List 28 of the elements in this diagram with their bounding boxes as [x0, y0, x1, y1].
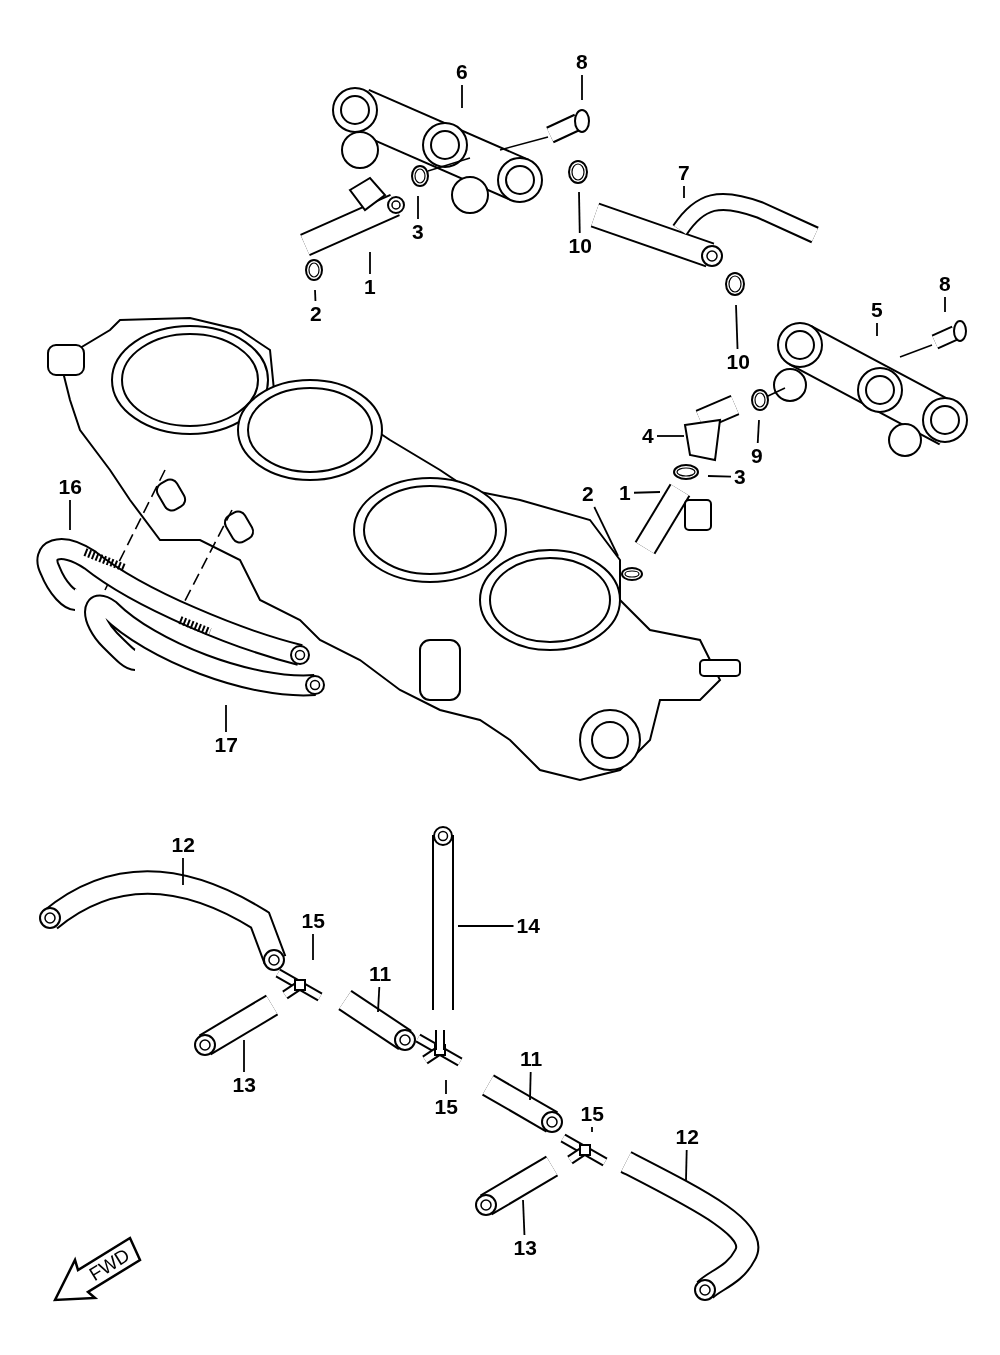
leader-line [377, 986, 381, 1013]
leader-line [182, 857, 184, 886]
leader-line [707, 475, 732, 478]
leader-line [581, 74, 583, 101]
leader-line [522, 1199, 526, 1236]
leader-line [69, 499, 71, 531]
leader-line [683, 185, 685, 199]
leader-line [756, 419, 760, 444]
leader-line [417, 195, 419, 220]
leader-line [461, 84, 463, 109]
leader-line [243, 1039, 245, 1073]
leader-line [457, 925, 515, 927]
leader-line [225, 704, 227, 733]
leader-line [314, 289, 317, 302]
leader-line [578, 191, 581, 234]
leader-line [656, 435, 685, 437]
leader-line [876, 322, 878, 337]
leader-line [529, 1071, 532, 1101]
direction-label: FWD [86, 1245, 134, 1285]
leader-line [685, 1149, 688, 1181]
leader-line [312, 933, 314, 961]
leader-line [591, 1126, 593, 1133]
leader-line [445, 1079, 447, 1095]
leader-line [369, 251, 371, 275]
leader-line [593, 506, 619, 557]
leader-line [633, 491, 661, 494]
leader-line [735, 304, 739, 350]
leader-line [944, 296, 946, 313]
